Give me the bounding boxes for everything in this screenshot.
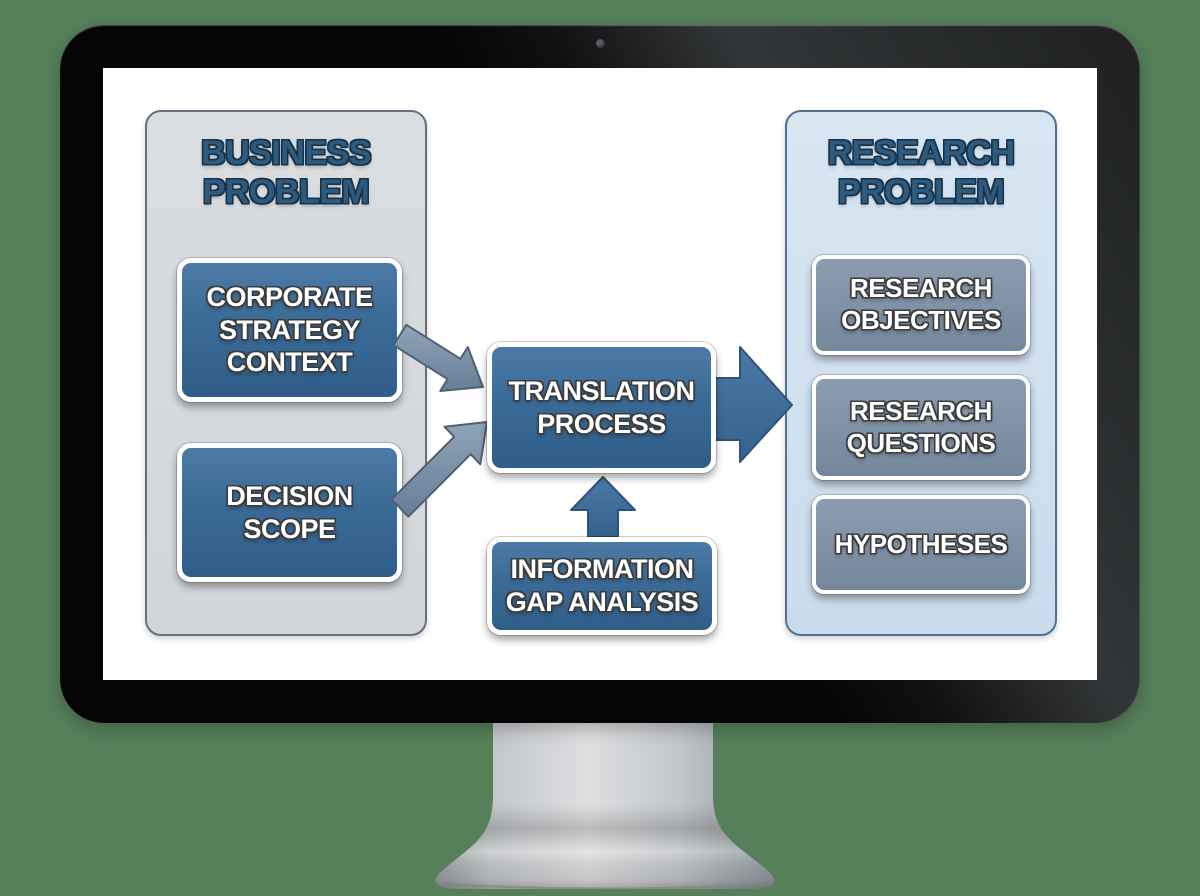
research-questions-box: RESEARCH QUESTIONS [812,375,1030,480]
arrow-corporate-to-translation [392,323,484,392]
hypotheses-box: HYPOTHESES [812,495,1030,594]
corporate-strategy-context-label: CORPORATE STRATEGY CONTEXT [206,281,373,378]
monitor-screen: BUSINESS PROBLEM CORPORATE STRATEGY CONT… [103,68,1097,680]
webcam-icon [596,39,605,48]
arrow-translation-to-research [702,346,793,463]
research-problem-title: RESEARCH PROBLEM [827,134,1015,211]
research-questions-label: RESEARCH QUESTIONS [846,395,996,458]
arrow-infogap-to-translation [570,476,636,538]
information-gap-analysis-label: INFORMATION GAP ANALYSIS [505,554,699,617]
monitor-bezel: BUSINESS PROBLEM CORPORATE STRATEGY CONT… [60,25,1140,723]
decision-scope-box: DECISION SCOPE [177,443,402,582]
corporate-strategy-context-box: CORPORATE STRATEGY CONTEXT [177,258,402,402]
arrow-layer [390,323,793,538]
information-gap-analysis-box: INFORMATION GAP ANALYSIS [487,537,717,635]
research-objectives-box: RESEARCH OBJECTIVES [812,255,1030,355]
hypotheses-label: HYPOTHESES [834,528,1008,559]
decision-scope-label: DECISION SCOPE [226,480,353,544]
translation-process-box: TRANSLATION PROCESS [487,342,716,473]
stand-base-edge [439,883,771,890]
business-problem-panel: BUSINESS PROBLEM CORPORATE STRATEGY CONT… [145,110,427,636]
stand-shading [435,700,775,889]
translation-process-label: TRANSLATION PROCESS [508,375,695,439]
research-problem-panel: RESEARCH PROBLEM RESEARCH OBJECTIVES RES… [785,110,1057,636]
arrow-decision-to-translation [390,421,488,518]
research-objectives-label: RESEARCH OBJECTIVES [841,273,1001,335]
monitor-stand [435,700,775,890]
business-problem-title: BUSINESS PROBLEM [201,134,371,211]
